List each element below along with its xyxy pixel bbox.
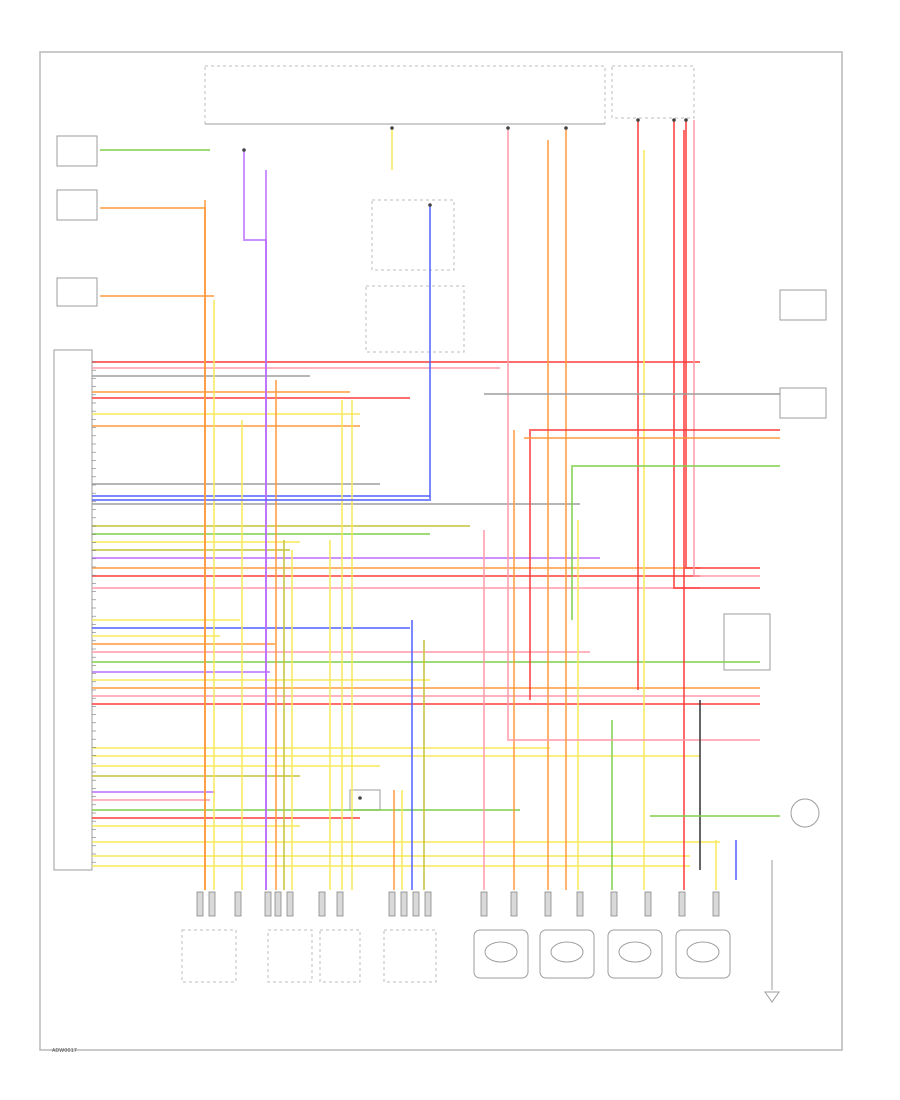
wheel-sensor-3 [607, 929, 663, 979]
wire-green-right [571, 465, 780, 620]
connector-pin-17 [610, 891, 618, 917]
trunk-pink [507, 128, 760, 741]
wheel-sensor-1 [473, 929, 529, 979]
wheel-sensor-4 [675, 929, 731, 979]
junction-dot-9 [358, 796, 362, 800]
diagram-frame [39, 51, 843, 1051]
trunk-violet [243, 150, 267, 890]
connector-pin-15 [544, 891, 552, 917]
connector-pin-4 [264, 891, 272, 917]
connector-pin-13 [480, 891, 488, 917]
bottom-component-1 [181, 929, 237, 983]
wheel-speed-sensors [473, 929, 731, 979]
connector-pin-7 [318, 891, 326, 917]
trunk-pink-2 [693, 120, 760, 577]
bottom-connectors [181, 891, 720, 983]
abs-control-module [53, 349, 93, 871]
connector-pin-2 [208, 891, 216, 917]
connector-pin-5 [274, 891, 282, 917]
connector-pin-12 [424, 891, 432, 917]
junction-dot-1 [242, 148, 246, 152]
right-components [723, 289, 827, 1003]
connector-pin-18 [644, 891, 652, 917]
wheel-sensor-2 [539, 929, 595, 979]
connector-pin-1 [196, 891, 204, 917]
wire-red-right [529, 429, 780, 700]
wheel-sensor-coil-4 [686, 941, 720, 963]
junction-dot-3 [506, 126, 510, 130]
connector-pin-6 [286, 891, 294, 917]
connector-pin-8 [336, 891, 344, 917]
connector-pin-19 [678, 891, 686, 917]
bottom-component-3 [319, 929, 361, 983]
junction-dot-4 [564, 126, 568, 130]
connector-pin-9 [388, 891, 396, 917]
junction-dot-5 [636, 118, 640, 122]
module-pin-labels [92, 361, 96, 863]
trunk-red-2 [673, 120, 760, 589]
connector-pin-16 [576, 891, 584, 917]
junction-dot-7 [684, 118, 688, 122]
wheel-sensor-coil-2 [550, 941, 584, 963]
figure-id: ADW0017 [52, 1048, 77, 1054]
bottom-component-4 [383, 929, 437, 983]
connector-pin-10 [400, 891, 408, 917]
connector-pin-11 [412, 891, 420, 917]
wheel-sensor-coil-1 [484, 941, 518, 963]
trunk-red-3 [685, 120, 760, 569]
wire-orange-left [100, 207, 206, 890]
power-distribution [204, 65, 695, 125]
left-components [53, 135, 98, 871]
junction-dot-2 [390, 126, 394, 130]
connector-pin-20 [712, 891, 720, 917]
junction-dot-6 [672, 118, 676, 122]
wheel-sensor-coil-3 [618, 941, 652, 963]
connector-pin-3 [234, 891, 242, 917]
connector-pin-14 [510, 891, 518, 917]
junction-dot-8 [428, 203, 432, 207]
bottom-component-2 [267, 929, 313, 983]
wires [92, 118, 780, 890]
